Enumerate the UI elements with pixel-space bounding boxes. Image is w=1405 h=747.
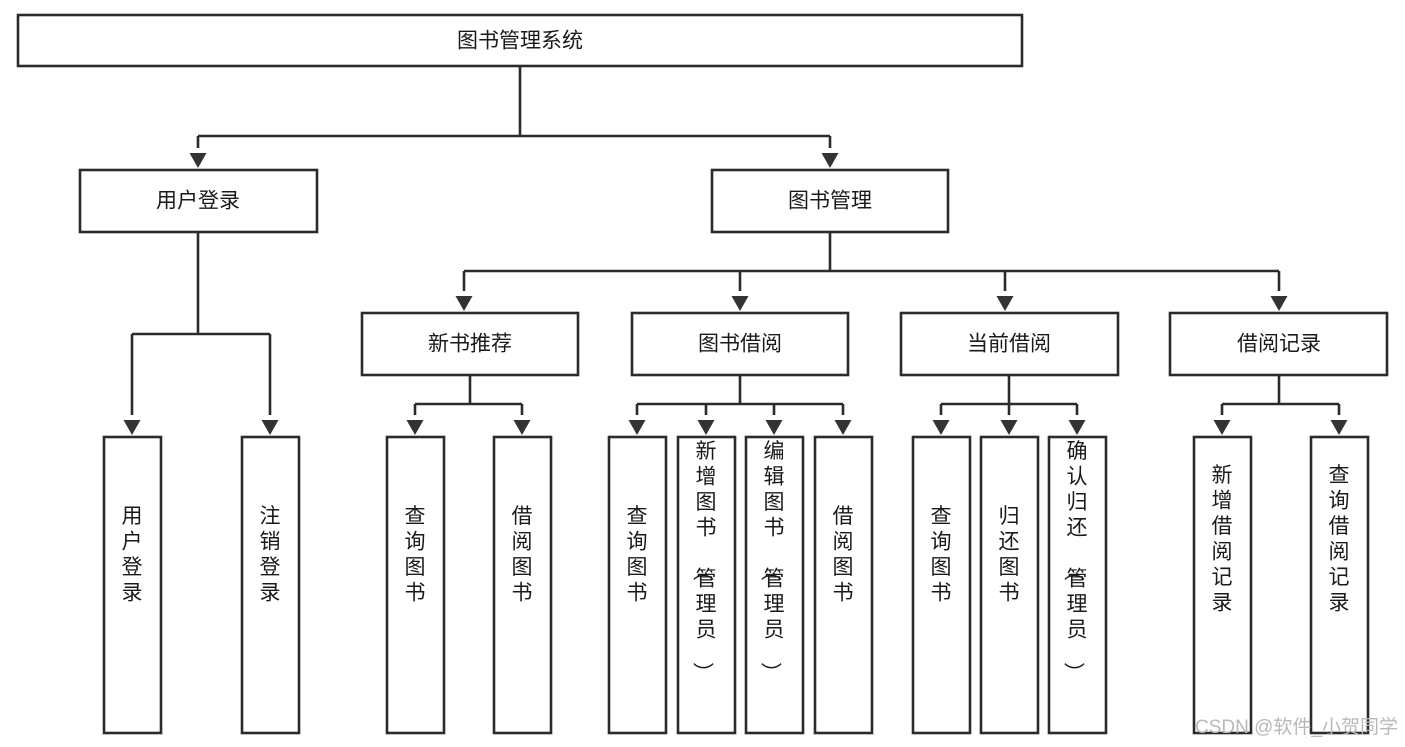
leaf-borrow-record-1[interactable]: 新增借阅记录	[1192, 435, 1253, 735]
leaf-book-borrow-4-label: 借阅图书	[833, 505, 854, 605]
node-user-login-label: 用户登录	[156, 190, 240, 213]
connector-group-new-book	[406, 375, 531, 435]
leaf-user-login-2-label: 注销登录	[260, 505, 281, 605]
leaf-book-borrow-2-label: 新增图书（管理员）	[691, 440, 717, 683]
arrow-current-borrow-leaf-1	[932, 420, 950, 435]
connector-group-user-login	[123, 232, 279, 435]
leaf-borrow-record-2-label: 查询借阅记录	[1329, 464, 1350, 615]
leaf-book-borrow-2-box[interactable]	[676, 435, 737, 735]
arrow-book-borrow-leaf-1	[628, 420, 646, 435]
leaf-book-borrow-1-box[interactable]	[607, 435, 668, 735]
arrow-current-borrow-leaf-3	[1068, 420, 1086, 435]
node-book-borrow[interactable]: 图书借阅	[630, 311, 850, 377]
leaf-new-book-2-label: 借阅图书	[512, 505, 533, 605]
arrow-book-borrow-leaf-2	[697, 420, 715, 435]
arrow-user-login-leaf-1	[123, 420, 141, 435]
arrow-root-to-book-manage	[821, 153, 839, 168]
connector-group-book-borrow	[628, 375, 852, 435]
node-current-borrow-label: 当前借阅	[967, 333, 1051, 356]
node-root-box[interactable]	[16, 13, 1024, 68]
leaf-book-borrow-2[interactable]: 新增图书（管理员）	[676, 435, 737, 735]
connector-group-borrow-record	[1213, 375, 1348, 435]
leaf-book-borrow-3-label: 编辑图书（管理员）	[759, 440, 785, 683]
node-book-borrow-box[interactable]	[630, 311, 850, 377]
node-root-label: 图书管理系统	[457, 30, 583, 53]
node-book-manage[interactable]: 图书管理	[710, 168, 950, 234]
arrow-book-borrow-leaf-3	[765, 420, 783, 435]
arrow-book-manage-to-new-book	[455, 296, 473, 311]
leaf-book-borrow-3[interactable]: 编辑图书（管理员）	[744, 435, 805, 735]
leaf-new-book-1-label: 查询图书	[405, 505, 426, 605]
leaf-new-book-2-box[interactable]	[492, 435, 553, 735]
leaf-user-login-2-box[interactable]	[240, 435, 301, 735]
arrow-book-manage-to-current	[996, 296, 1014, 311]
node-user-login-box[interactable]	[78, 168, 319, 234]
leaf-borrow-record-1-label: 新增借阅记录	[1212, 464, 1233, 615]
leaf-current-borrow-3-label: 确认归还（管理员）	[1062, 440, 1088, 683]
leaf-current-borrow-3[interactable]: 确认归还（管理员）	[1047, 435, 1108, 735]
node-current-borrow[interactable]: 当前借阅	[899, 311, 1120, 377]
leaf-new-book-2[interactable]: 借阅图书	[492, 435, 553, 735]
node-root[interactable]: 图书管理系统	[16, 13, 1024, 68]
node-new-book-recommend[interactable]: 新书推荐	[360, 311, 580, 377]
leaf-user-login-1[interactable]: 用户登录	[102, 435, 163, 735]
leaf-user-login-1-label: 用户登录	[122, 505, 143, 605]
node-book-manage-label: 图书管理	[788, 190, 872, 213]
leaf-current-borrow-1-box[interactable]	[911, 435, 972, 735]
connector-group-book-manage	[455, 232, 1288, 311]
leaf-book-borrow-4[interactable]: 借阅图书	[813, 435, 874, 735]
arrow-root-to-user-login	[189, 153, 207, 168]
leaf-user-login-2[interactable]: 注销登录	[240, 435, 301, 735]
node-book-borrow-label: 图书借阅	[698, 333, 782, 356]
leaf-current-borrow-2-box[interactable]	[979, 435, 1040, 735]
node-new-book-recommend-box[interactable]	[360, 311, 580, 377]
leaf-book-borrow-1-label: 查询图书	[627, 505, 648, 605]
arrow-user-login-leaf-2	[261, 420, 279, 435]
csdn-watermark: CSDN @软件_小贺同学	[1195, 716, 1398, 738]
leaf-current-borrow-1-label: 查询图书	[931, 505, 952, 605]
arrow-current-borrow-leaf-2	[1000, 420, 1018, 435]
leaf-current-borrow-3-box[interactable]	[1047, 435, 1108, 735]
arrow-book-borrow-leaf-4	[834, 420, 852, 435]
leaf-book-borrow-1[interactable]: 查询图书	[607, 435, 668, 735]
leaf-user-login-1-box[interactable]	[102, 435, 163, 735]
arrow-book-manage-to-borrow	[731, 296, 749, 311]
leaf-new-book-1-box[interactable]	[385, 435, 446, 735]
node-borrow-record[interactable]: 借阅记录	[1168, 311, 1389, 377]
leaf-book-borrow-3-box[interactable]	[744, 435, 805, 735]
arrow-new-book-leaf-2	[513, 420, 531, 435]
arrow-borrow-record-leaf-2	[1330, 420, 1348, 435]
leaf-new-book-1[interactable]: 查询图书	[385, 435, 446, 735]
arrow-borrow-record-leaf-1	[1213, 420, 1231, 435]
leaf-borrow-record-2-box[interactable]	[1309, 435, 1370, 735]
leaf-current-borrow-2-label: 归还图书	[999, 505, 1020, 605]
node-user-login[interactable]: 用户登录	[78, 168, 319, 234]
node-borrow-record-box[interactable]	[1168, 311, 1389, 377]
node-borrow-record-label: 借阅记录	[1237, 333, 1321, 356]
leaf-borrow-record-1-box[interactable]	[1192, 435, 1253, 735]
node-book-manage-box[interactable]	[710, 168, 950, 234]
connector-group-current-borrow	[932, 375, 1086, 435]
leaf-book-borrow-4-box[interactable]	[813, 435, 874, 735]
arrow-book-manage-to-record	[1270, 296, 1288, 311]
node-new-book-recommend-label: 新书推荐	[428, 333, 512, 356]
arrow-new-book-leaf-1	[406, 420, 424, 435]
leaf-borrow-record-2[interactable]: 查询借阅记录	[1309, 435, 1370, 735]
connector-group-root	[189, 66, 839, 168]
leaf-current-borrow-1[interactable]: 查询图书	[911, 435, 972, 735]
node-current-borrow-box[interactable]	[899, 311, 1120, 377]
leaf-current-borrow-2[interactable]: 归还图书	[979, 435, 1040, 735]
